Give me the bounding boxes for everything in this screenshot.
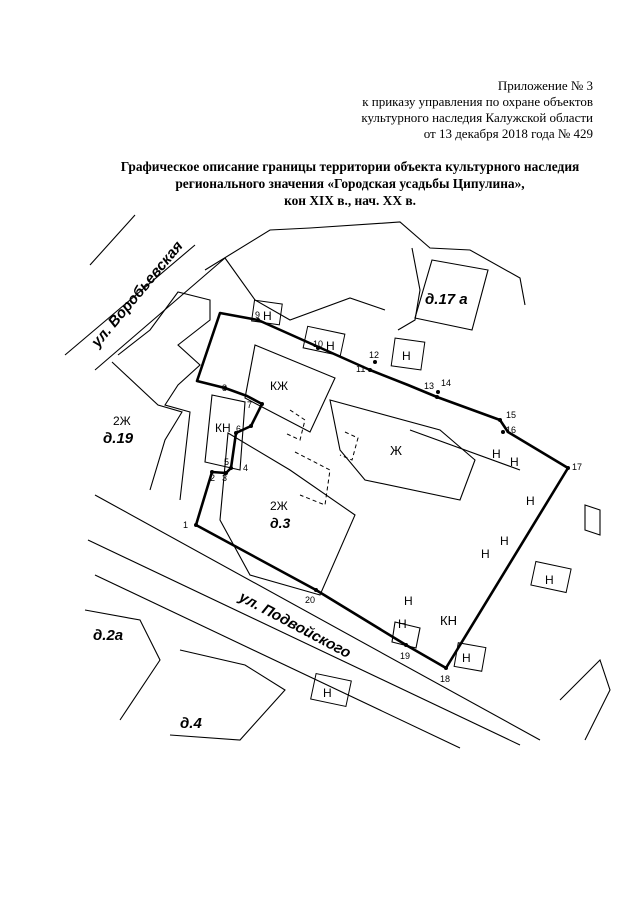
- code-n-18: Н: [462, 651, 471, 665]
- building-d17a: [414, 259, 489, 331]
- building-kzh: [244, 344, 336, 433]
- house-d3-label: д.3: [270, 515, 291, 531]
- title-line-3: кон XIX в., нач. XX в.: [284, 193, 416, 208]
- building-d3: [219, 432, 356, 596]
- box-n-right: [530, 560, 572, 594]
- neighbor-building-right: [584, 504, 601, 536]
- neighbor-plot-top: [204, 221, 526, 306]
- point-label-11: 11: [356, 364, 365, 374]
- document-title: Графическое описание границы территории …: [60, 158, 639, 209]
- house-d17a-label: д.17 а: [425, 291, 468, 308]
- point-label-15: 15: [506, 410, 516, 420]
- box-n-bottom: [310, 672, 352, 708]
- code-n-mid2: Н: [500, 534, 509, 548]
- territory-boundary: [194, 311, 570, 670]
- code-kn-right: КН: [440, 613, 457, 628]
- code-n-street: Н: [323, 686, 332, 700]
- appendix-line-2: к приказу управления по охране объектов: [362, 94, 593, 109]
- neighbor-plot-left: [117, 291, 211, 501]
- fence-line: [409, 429, 521, 471]
- point-label-8: 8: [222, 383, 227, 393]
- point-label-17: 17: [572, 462, 582, 472]
- title-line-2: регионального значения «Городская усадьб…: [175, 176, 525, 191]
- code-n-12: Н: [402, 349, 411, 363]
- code-n-16b: Н: [510, 455, 519, 469]
- point-label-19: 19: [400, 651, 410, 661]
- code-n-9: Н: [263, 309, 272, 323]
- point-label-7: 7: [247, 400, 252, 410]
- vorobyevskaya-street-edge: [94, 257, 226, 371]
- point-label-14: 14: [441, 378, 451, 388]
- plot-d4: [169, 649, 286, 741]
- neighbor-plot-d17a-fence: [397, 247, 421, 331]
- appendix-line-3: культурного наследия Калужской области: [361, 110, 593, 125]
- point-label-16: 16: [506, 425, 516, 435]
- point-label-12: 12: [369, 350, 379, 360]
- street-podvoyskogo-label: ул. Подвойского: [235, 588, 353, 662]
- point-label-5: 5: [224, 457, 229, 467]
- point-label-1: 1: [183, 520, 188, 530]
- code-kzh: КЖ: [270, 379, 288, 393]
- appendix-block: Приложение № 3 к приказу управления по о…: [361, 78, 593, 142]
- podvoyskogo-street-edge: [87, 539, 521, 746]
- neighbor-plot-top-left: [224, 257, 386, 321]
- code-n-bottom1: Н: [404, 594, 413, 608]
- house-d19-label: д.19: [103, 430, 134, 447]
- point-label-9: 9: [255, 310, 260, 320]
- code-n-mid3: Н: [481, 547, 490, 561]
- appendix-line-4: от 13 декабря 2018 года № 429: [423, 126, 593, 141]
- box-n-12: [390, 337, 426, 371]
- code-n-mid1: Н: [526, 494, 535, 508]
- building-kn-left: [204, 394, 246, 471]
- code-n-16a: Н: [492, 447, 501, 461]
- code-2zh-d3: 2Ж: [270, 499, 288, 513]
- point-label-2: 2: [210, 473, 215, 483]
- dashed-outline: [339, 431, 359, 461]
- point-label-18: 18: [440, 674, 450, 684]
- point-label-6: 6: [236, 424, 241, 434]
- vorobyevskaya-street-edge: [89, 214, 136, 266]
- point-label-10: 10: [313, 339, 323, 349]
- dashed-outline: [284, 409, 306, 441]
- box-n-10: [302, 325, 346, 357]
- building-n-bottom: [391, 621, 421, 649]
- code-n-bottom2: Н: [398, 617, 407, 631]
- title-line-1: Графическое описание границы территории …: [120, 159, 580, 174]
- dashed-outline: [294, 451, 331, 506]
- point-label-3: 3: [222, 473, 227, 483]
- point-label-13: 13: [424, 381, 434, 391]
- code-n-10: Н: [326, 339, 335, 353]
- code-zh: Ж: [390, 443, 402, 458]
- neighbor-plot-bottom-right: [559, 658, 611, 741]
- plot-d2a: [84, 609, 161, 721]
- house-d2a-label: д.2а: [93, 627, 123, 644]
- appendix-line-1: Приложение № 3: [497, 78, 593, 93]
- building-zh: [329, 399, 476, 501]
- code-n-right: Н: [545, 573, 554, 587]
- neighbor-plot-d19: [111, 361, 183, 491]
- podvoyskogo-street-edge: [94, 494, 541, 741]
- point-label-4: 4: [243, 463, 248, 473]
- point-label-20: 20: [305, 595, 315, 605]
- house-d4-label: д.4: [180, 715, 202, 732]
- code-kn-left: КН: [215, 421, 231, 435]
- vorobyevskaya-street-edge: [64, 244, 196, 356]
- box-n-18: [453, 642, 487, 672]
- code-2zh-d19: 2Ж: [113, 414, 131, 428]
- podvoyskogo-street-edge: [94, 574, 461, 749]
